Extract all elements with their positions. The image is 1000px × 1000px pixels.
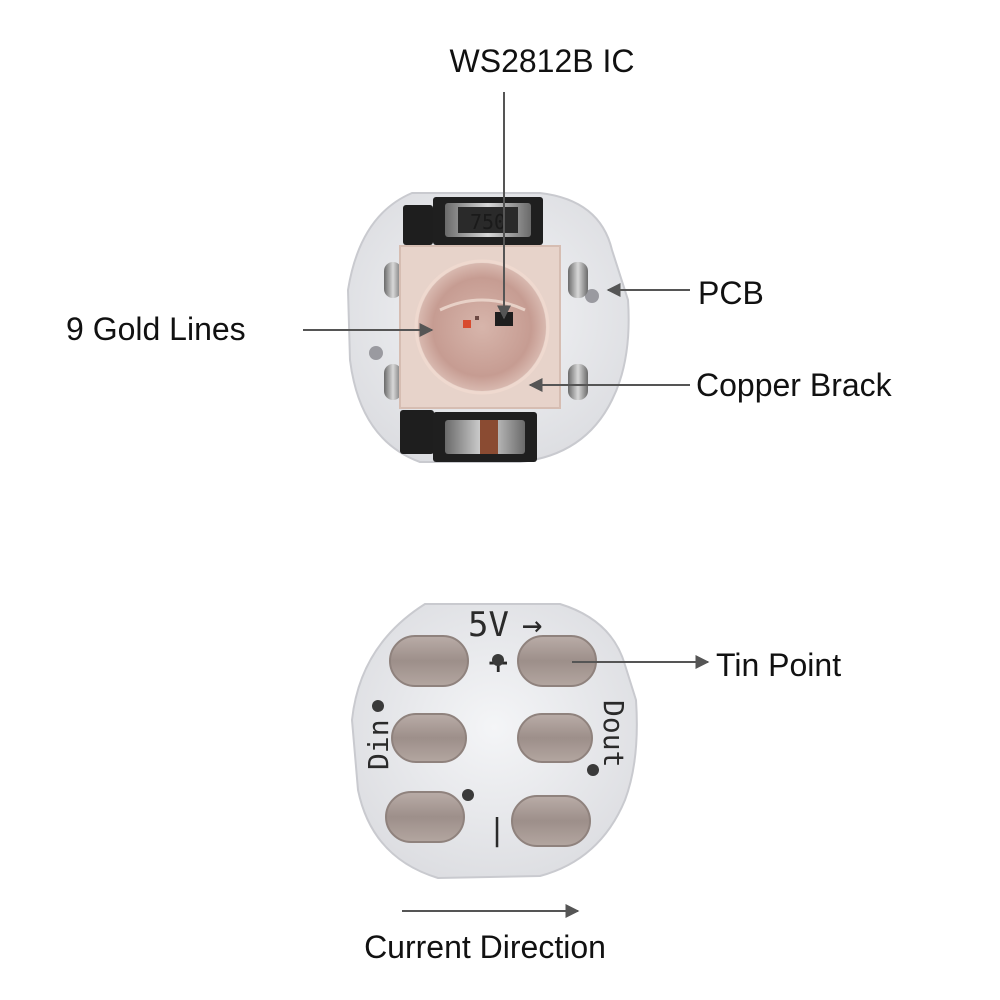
label-current-direction: Current Direction xyxy=(364,929,606,965)
pad-bottom-right xyxy=(511,795,591,847)
pcb-back-view: 5V → + | Din Dout xyxy=(350,603,638,880)
callout-current-direction: Current Direction xyxy=(364,904,606,965)
callout-tin-point: Tin Point xyxy=(572,647,841,683)
label-gold-lines: 9 Gold Lines xyxy=(66,311,246,347)
label-copper-brack: Copper Brack xyxy=(696,367,893,403)
label-pcb: PCB xyxy=(698,275,764,311)
tin-pads xyxy=(385,635,597,847)
callout-gold-lines: 9 Gold Lines xyxy=(66,311,434,347)
marking-din: Din xyxy=(362,719,395,770)
callout-copper-brack: Copper Brack xyxy=(528,367,893,403)
led-front-view: 750 xyxy=(346,192,630,463)
copper-bracket-pins xyxy=(384,262,588,400)
callout-pcb: PCB xyxy=(606,275,764,311)
label-ws2812b-ic: WS2812B IC xyxy=(450,43,635,79)
pad-bottom-left xyxy=(385,791,465,843)
marking-5v: 5V xyxy=(468,605,509,645)
label-tin-point: Tin Point xyxy=(716,647,841,683)
marking-minus: | xyxy=(488,813,506,848)
resistor-top: 750 xyxy=(433,197,543,245)
callout-ic: WS2812B IC xyxy=(450,43,635,320)
resistor-code: 750 xyxy=(470,210,506,234)
pad-top-left xyxy=(389,635,469,687)
marking-dout: Dout xyxy=(597,700,630,767)
marking-arrow: → xyxy=(522,605,542,645)
led-body xyxy=(399,245,561,409)
resistor-bottom xyxy=(433,412,537,462)
pad-dout xyxy=(517,713,593,763)
led-chip-red xyxy=(463,320,471,328)
pad-din xyxy=(391,713,467,763)
